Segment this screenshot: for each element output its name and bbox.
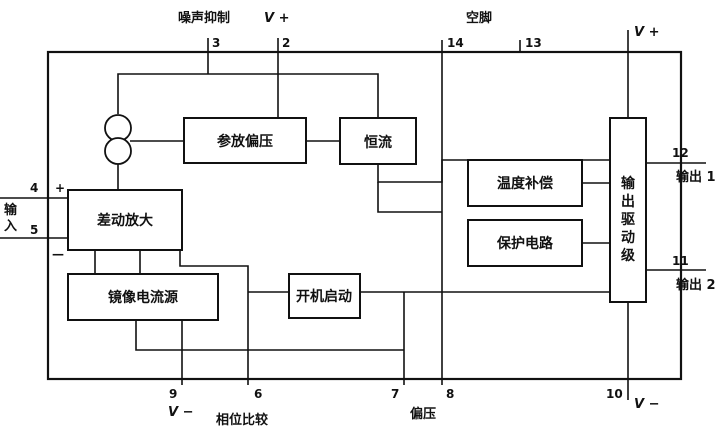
pin-11-number: 11 bbox=[672, 254, 689, 268]
mirror-bottom-wire bbox=[135, 320, 404, 351]
startup-block bbox=[288, 273, 361, 319]
pin6-wire bbox=[179, 250, 249, 385]
v-minus-right-label: V − bbox=[634, 397, 659, 412]
output-driver-char-5: 级 bbox=[621, 247, 636, 264]
input-label-char-2: 入 bbox=[4, 219, 17, 234]
input-label-char-1: 输 bbox=[4, 202, 18, 218]
output-driver-block bbox=[609, 117, 647, 303]
plus-sign: + bbox=[55, 181, 65, 195]
diff-amp-block bbox=[67, 189, 183, 251]
nc-label: 空脚 bbox=[466, 10, 492, 26]
bias-label: 参放偏压 bbox=[217, 133, 273, 150]
temp-comp-label: 温度补偿 bbox=[497, 175, 553, 192]
pin-12-number: 12 bbox=[672, 146, 689, 160]
pin-6-number: 6 bbox=[254, 387, 262, 401]
v-plus-top-label: V + bbox=[264, 11, 289, 26]
mirror-source-label: 镜像电流源 bbox=[108, 289, 178, 306]
pin-9-number: 9 bbox=[169, 387, 177, 401]
phase-compare-label: 相位比较 bbox=[216, 412, 268, 428]
constant-current-label: 恒流 bbox=[364, 134, 392, 151]
pin-5-number: 5 bbox=[30, 223, 38, 237]
temp-comp-block bbox=[467, 159, 583, 207]
current-source-lower-icon bbox=[104, 137, 132, 165]
bias-pin-label: 偏压 bbox=[410, 406, 436, 422]
noise-suppress-label: 噪声抑制 bbox=[178, 10, 230, 26]
output1-label: 输出 1 bbox=[676, 169, 716, 185]
v-minus-bottom-label: V − bbox=[168, 405, 193, 420]
protection-label: 保护电路 bbox=[496, 235, 554, 252]
protection-block bbox=[467, 219, 583, 267]
output2-label: 输出 2 bbox=[676, 277, 716, 293]
pin-8-number: 8 bbox=[446, 387, 454, 401]
output-driver-char-4: 动 bbox=[621, 229, 635, 246]
minus-sign: — bbox=[52, 247, 64, 261]
pin-13-number: 13 bbox=[525, 36, 542, 50]
startup-label: 开机启动 bbox=[296, 288, 352, 305]
pin-4-number: 4 bbox=[30, 181, 38, 195]
mirror-source-block bbox=[67, 273, 219, 321]
pin-10-number: 10 bbox=[606, 387, 623, 401]
top-bus-wire bbox=[117, 73, 379, 118]
output-driver-char-1: 输 bbox=[621, 175, 636, 192]
output-driver-char-2: 出 bbox=[621, 193, 635, 210]
output-driver-char-3: 驱 bbox=[621, 212, 635, 228]
pin-2-number: 2 bbox=[282, 36, 290, 50]
current-to-pin8-wire bbox=[377, 182, 442, 213]
diff-amp-label: 差动放大 bbox=[97, 212, 153, 229]
pin-14-number: 14 bbox=[447, 36, 464, 50]
constant-current-block bbox=[339, 117, 417, 165]
bias-block bbox=[183, 117, 307, 164]
pin-3-number: 3 bbox=[212, 36, 220, 50]
ic-outline bbox=[46, 50, 683, 381]
pin-7-number: 7 bbox=[391, 387, 399, 401]
v-plus-right-label: V + bbox=[634, 25, 659, 40]
